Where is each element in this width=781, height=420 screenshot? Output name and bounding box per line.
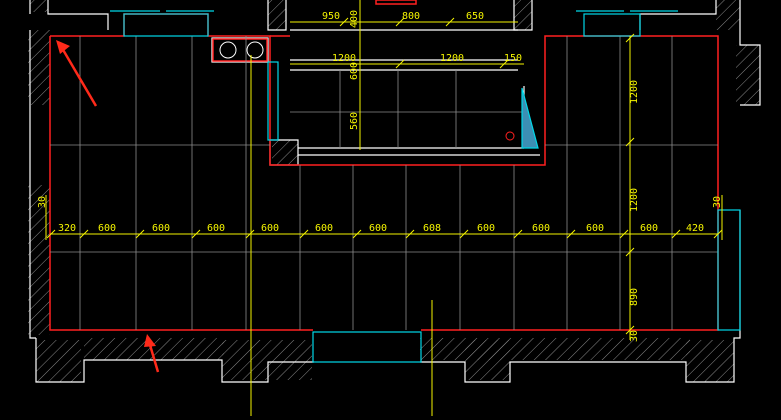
tile-grid <box>50 36 718 330</box>
dim-label: 400 <box>349 10 360 28</box>
dim-label: 1200 <box>629 80 640 104</box>
dim-label: 600 <box>477 223 495 234</box>
floor-drain-icon <box>246 41 264 59</box>
dim-label: 650 <box>466 11 484 22</box>
dim-label: 800 <box>402 11 420 22</box>
dim-label: 600 <box>640 223 658 234</box>
dim-label: 320 <box>58 223 76 234</box>
dim-label: 1200 <box>440 53 464 64</box>
dim-label: 1200 <box>629 188 640 212</box>
dim-label: 600 <box>369 223 387 234</box>
dim-label: 30 <box>629 330 640 342</box>
dim-label: 600 <box>586 223 604 234</box>
dim-label: 600 <box>315 223 333 234</box>
dim-label: 600 <box>207 223 225 234</box>
floor-drains <box>219 41 515 141</box>
dim-label: 420 <box>686 223 704 234</box>
dim-label: 600 <box>261 223 279 234</box>
red-arrow-icon <box>56 40 98 107</box>
red-arrow-icon <box>144 334 160 373</box>
dim-label: 890 <box>629 288 640 306</box>
dim-label: 30 <box>37 196 48 208</box>
floor-drain-icon <box>219 41 237 59</box>
dim-label: 1200 <box>332 53 356 64</box>
windows <box>110 10 741 363</box>
wall-hatching <box>28 0 760 382</box>
room-outline <box>49 0 719 331</box>
dimension-ticks <box>46 17 723 335</box>
dim-label: 600 <box>532 223 550 234</box>
dim-label: 600 <box>152 223 170 234</box>
dim-label: 600 <box>98 223 116 234</box>
wall-lines <box>29 0 761 383</box>
dim-label: 608 <box>423 223 441 234</box>
dimension-lines <box>45 0 723 416</box>
dim-label: 950 <box>322 11 340 22</box>
dim-label: 600 <box>349 62 360 80</box>
dim-label: 560 <box>349 112 360 130</box>
dim-label: 30 <box>712 196 723 208</box>
dim-label: 150 <box>504 53 522 64</box>
